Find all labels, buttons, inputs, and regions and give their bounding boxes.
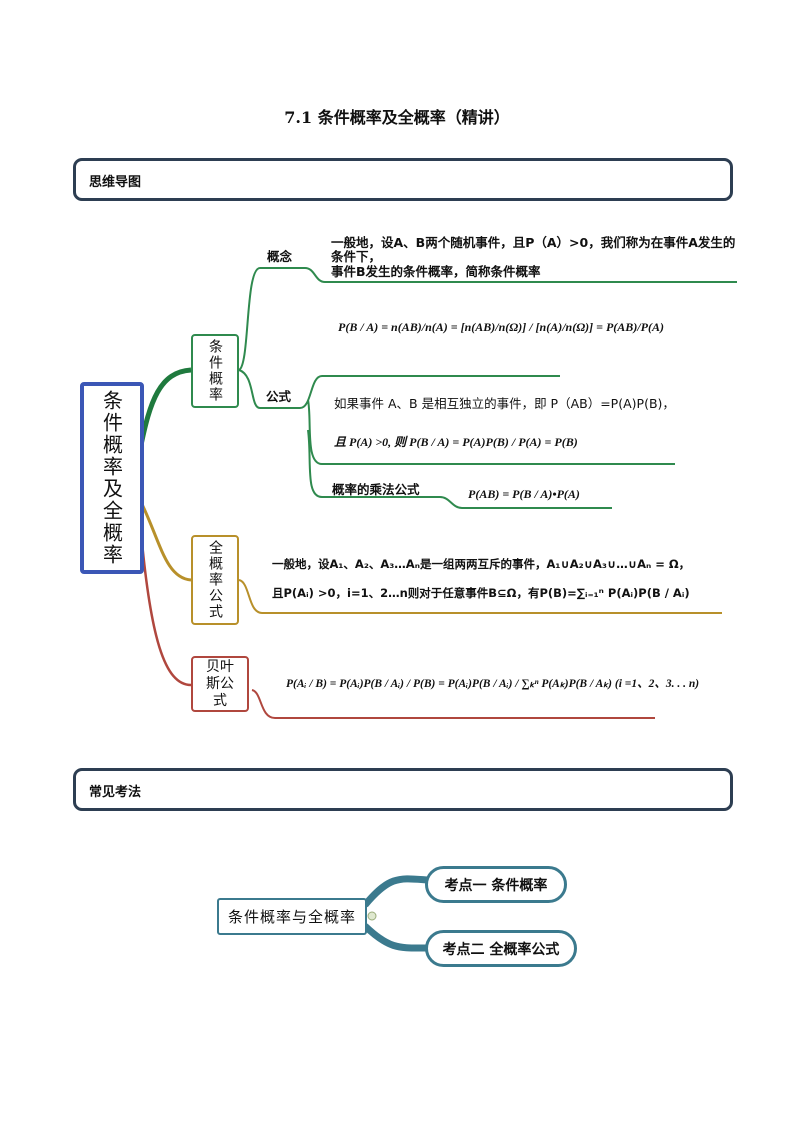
total-text-1: 一般地，设A₁、A₂、A₃…Aₙ是一组两两互斥的事件，A₁∪A₂∪A₃∪…∪Aₙ… — [272, 557, 691, 571]
mindmap-root: 条件概率及全概率 — [80, 382, 144, 574]
section-label: 常见考法 — [89, 785, 142, 800]
formula-connector — [238, 369, 560, 409]
section-header-mindmap: 思维导图 — [73, 158, 733, 201]
root-to-bayes-branch — [138, 519, 192, 687]
exam-node-total: 考点二 全概率公式 — [425, 930, 577, 967]
independent-formula: 且 P(A) >0, 则 P(B / A) = P(A)P(B) / P(A) … — [334, 435, 578, 449]
multiplication-connector — [307, 429, 612, 509]
collapse-icon — [367, 911, 377, 921]
section-label: 思维导图 — [89, 175, 142, 190]
multiplication-formula: P(AB) = P(B / A)•P(A) — [468, 487, 580, 501]
root-to-total-branch — [138, 499, 192, 582]
formula-label: 公式 — [266, 389, 292, 404]
node-bayes: 贝叶斯公式 — [191, 656, 249, 712]
bayes-connector — [251, 689, 655, 719]
root-to-conditional-branch — [137, 367, 192, 451]
exam-connector-2 — [362, 923, 429, 952]
node-conditional-probability: 条件概率 — [191, 334, 239, 408]
section-header-exam: 常见考法 — [73, 768, 733, 811]
node-total-probability: 全概率公式 — [191, 535, 239, 625]
conditional-formula: P(B / A) = n(AB)/n(A) = [n(AB)/n(Ω)] / [… — [338, 320, 664, 334]
total-connector — [238, 579, 722, 614]
multiplication-label: 概率的乘法公式 — [332, 482, 420, 497]
exam-connector-1 — [362, 875, 429, 908]
concept-connector — [238, 267, 737, 371]
exam-node-conditional: 考点一 条件概率 — [425, 866, 567, 903]
concept-label: 概念 — [267, 249, 293, 264]
bayes-formula: P(Aᵢ / B) = P(Aᵢ)P(B / Aᵢ) / P(B) = P(Aᵢ… — [286, 678, 700, 690]
concept-text-2: 事件B发生的条件概率，简称条件概率 — [331, 264, 541, 279]
total-text-2: 且P(Aᵢ) >0，i=1、2…n则对于任意事件B⊆Ω，有P(B)=∑ᵢ₌₁ⁿ … — [272, 586, 690, 600]
exam-center-node: 条件概率与全概率 — [217, 898, 367, 935]
independent-connector — [307, 399, 675, 465]
independent-text: 如果事件 A、B 是相互独立的事件，即 P（AB）=P(A)P(B)， — [334, 396, 675, 411]
page-title: 7.1 条件概率及全概率（精讲） — [284, 108, 510, 127]
concept-text: 一般地，设A、B两个随机事件，且P（A）>0，我们称为在事件A发生的条件下， — [331, 235, 736, 264]
